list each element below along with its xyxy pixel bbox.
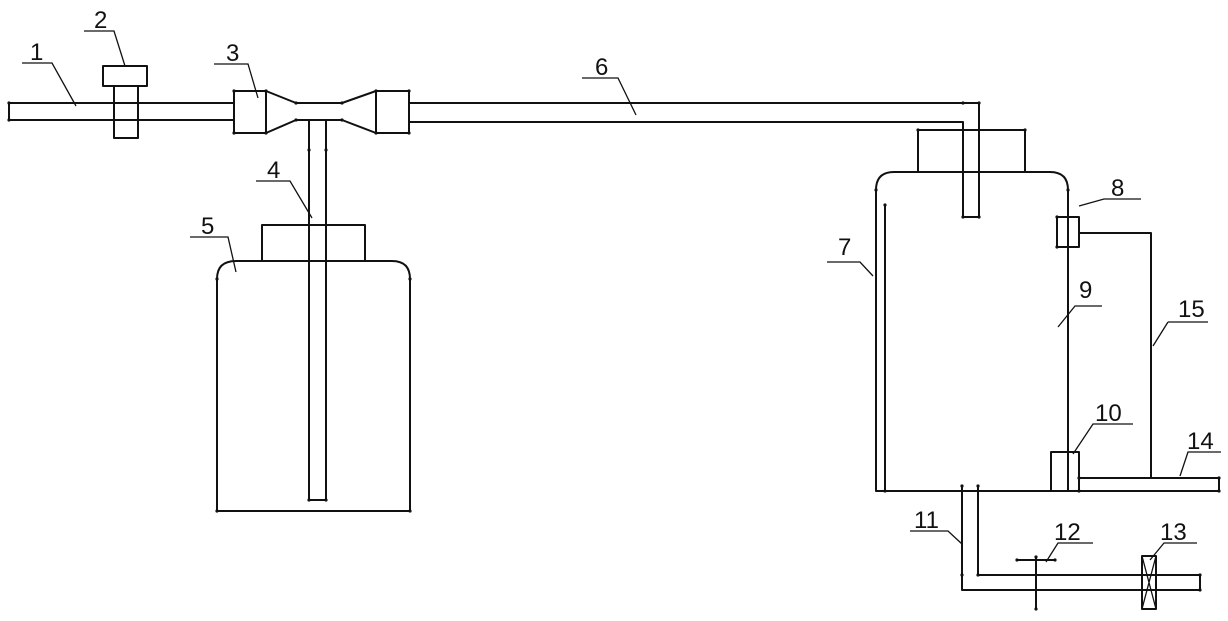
label-9: 9 [1079,277,1092,304]
label-7: 7 [838,234,851,261]
leader-lines [22,30,1221,563]
label-13: 13 [1160,519,1187,546]
venturi-mixer [233,90,410,134]
connecting-pipe [408,102,980,218]
label-10: 10 [1095,400,1122,427]
right-tank [875,129,1069,492]
label-8: 8 [1111,175,1124,202]
label-2: 2 [94,7,107,34]
label-15: 15 [1178,296,1205,323]
label-1: 1 [30,39,43,66]
label-4: 4 [267,157,280,184]
signal-line [1078,232,1152,479]
label-5: 5 [201,213,214,240]
label-6: 6 [595,54,608,81]
part-labels: 1 2 3 4 5 6 7 8 9 10 11 12 13 14 15 [30,7,1214,546]
left-bottle [216,224,411,512]
inlet-pipe [8,102,235,121]
label-11: 11 [914,507,939,534]
lower-sensor [1050,451,1080,492]
outlet-pipe [1078,477,1220,492]
label-12: 12 [1054,519,1081,546]
label-3: 3 [226,40,239,67]
label-14: 14 [1187,428,1214,455]
check-valve [1141,555,1157,610]
junction-dots [7,89,1221,611]
suction-tube [308,119,327,501]
drain-valve [1016,556,1056,610]
